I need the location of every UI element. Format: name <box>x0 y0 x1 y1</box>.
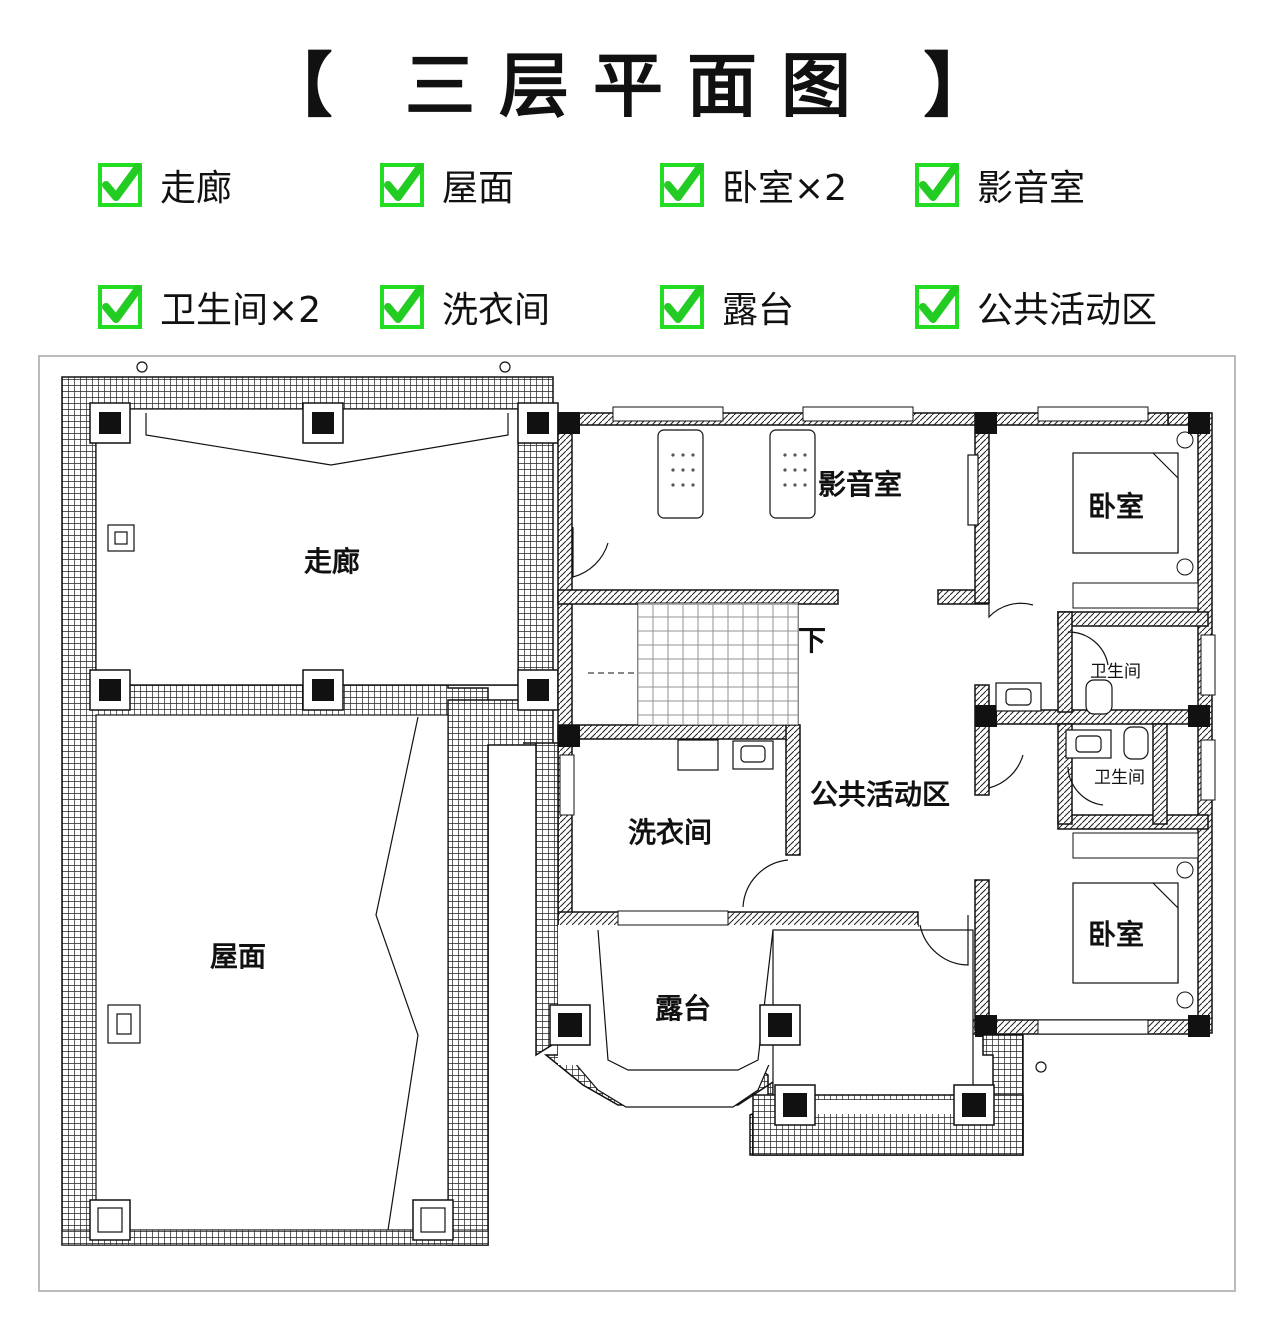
room-label-public-area: 公共活动区 <box>810 778 951 811</box>
feature-item-laundry: 洗衣间 <box>380 282 550 332</box>
checkmark-icon <box>380 163 424 207</box>
room-label-bathroom-top: 卫生间 <box>1090 662 1141 682</box>
feature-label: 走廊 <box>160 168 233 209</box>
checkmark-icon <box>915 285 959 329</box>
feature-label: 影音室 <box>977 168 1086 209</box>
page-title: 【 三层平面图 】 <box>262 45 1018 127</box>
room-label-laundry: 洗衣间 <box>628 816 713 849</box>
room-label-bathroom-bottom: 卫生间 <box>1094 768 1145 788</box>
checkmark-icon <box>660 163 704 207</box>
feature-item-roof: 屋面 <box>380 160 514 210</box>
feature-item-bedroom: 卧室×2 <box>660 160 847 210</box>
floor-plan-drawing <box>38 355 1236 1292</box>
feature-label: 露台 <box>722 290 795 331</box>
room-label-bedroom-bottom: 卧室 <box>1088 918 1145 951</box>
feature-label: 卧室×2 <box>722 168 848 209</box>
room-label-terrace: 露台 <box>655 992 712 1025</box>
feature-item-terrace: 露台 <box>660 282 794 332</box>
feature-label: 公共活动区 <box>977 290 1158 331</box>
feature-item-theater: 影音室 <box>915 160 1085 210</box>
stairs-down-label: 下 <box>798 624 827 657</box>
feature-item-public-area: 公共活动区 <box>915 282 1157 332</box>
feature-label: 卫生间×2 <box>160 290 322 331</box>
checkmark-icon <box>660 285 704 329</box>
floor-plan: 走廊 屋面 影音室 卧室 卧室 卫生间 卫生间 公共活动区 洗衣间 露台 下 <box>38 355 1236 1292</box>
room-label-bedroom-top: 卧室 <box>1088 490 1145 523</box>
checkmark-icon <box>915 163 959 207</box>
room-label-roof: 屋面 <box>210 940 267 973</box>
feature-item-bathroom: 卫生间×2 <box>98 282 321 332</box>
room-label-theater: 影音室 <box>818 468 903 501</box>
feature-label: 洗衣间 <box>442 290 551 331</box>
checkmark-icon <box>98 163 142 207</box>
room-label-corridor: 走廊 <box>304 545 361 578</box>
checkmark-icon <box>98 285 142 329</box>
feature-label: 屋面 <box>442 168 515 209</box>
feature-item-corridor: 走廊 <box>98 160 232 210</box>
checkmark-icon <box>380 285 424 329</box>
